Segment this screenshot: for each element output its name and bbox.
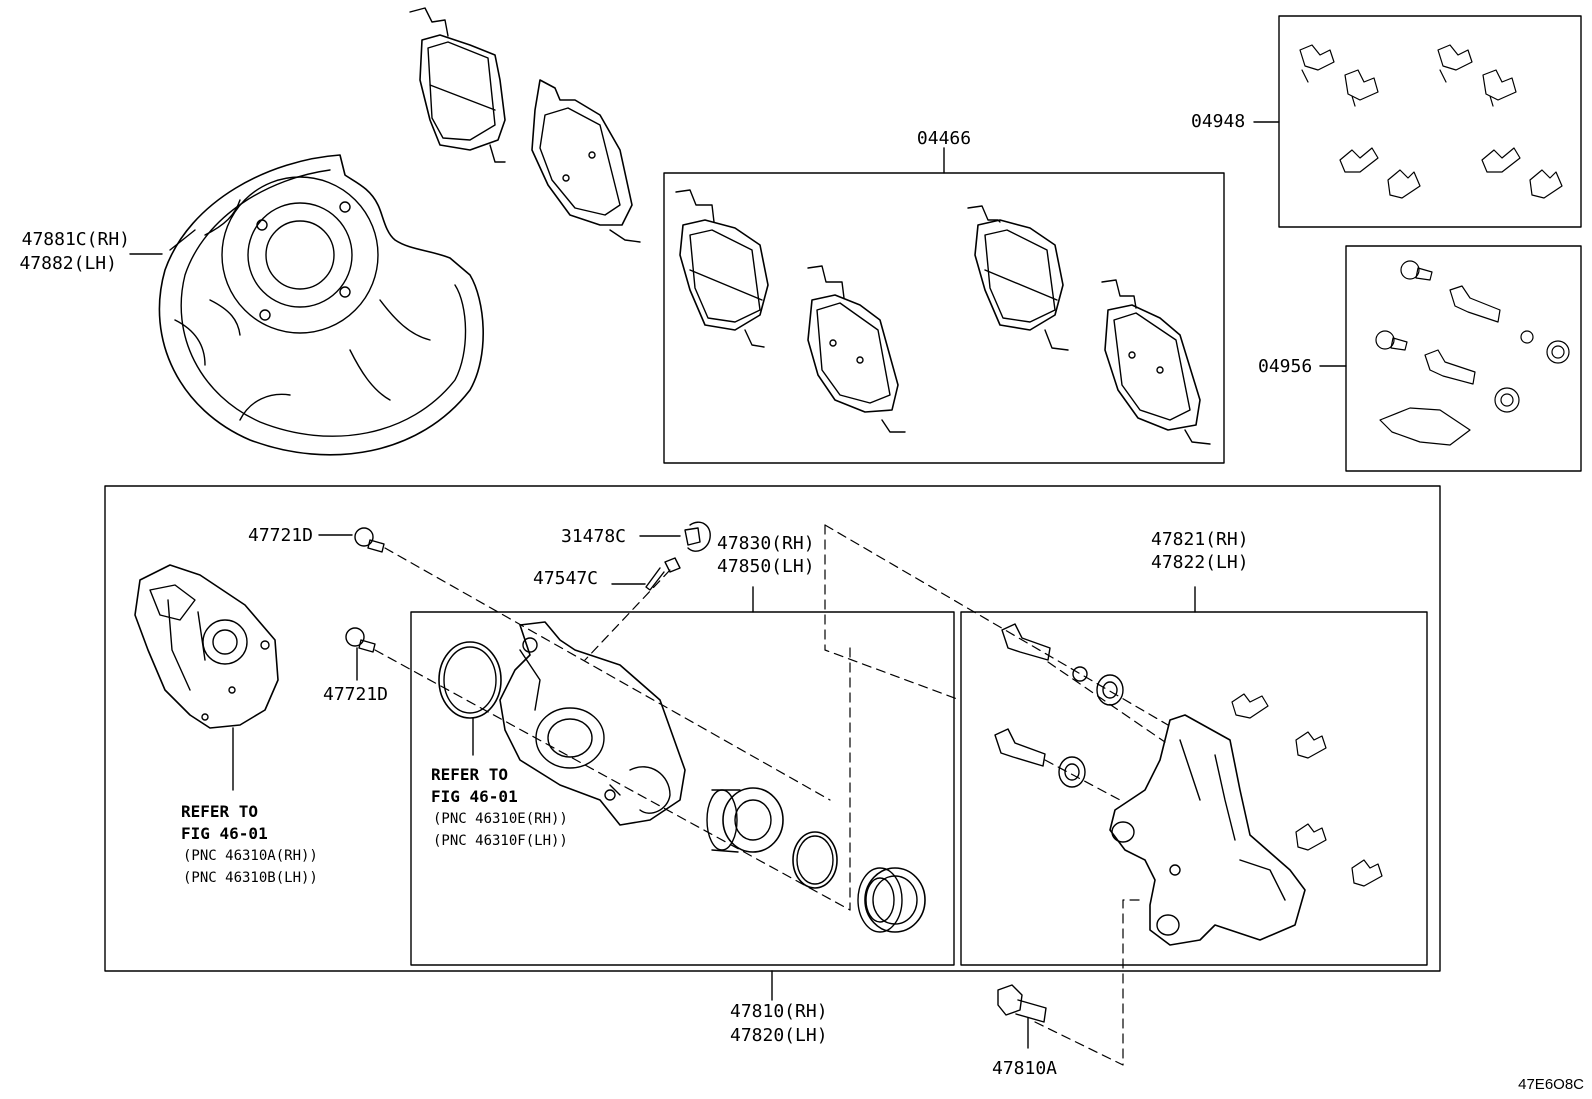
- label-47810: 47810(RH): [730, 1001, 828, 1022]
- kit-pad-3: [967, 205, 1069, 351]
- label-47821: 47821(RH): [1151, 529, 1249, 550]
- guide-pin-kit-box: [1345, 245, 1582, 472]
- caliper-fig-ref: FIG 46-01: [431, 787, 518, 806]
- kit-pad-2: [807, 265, 906, 433]
- brake-pad-top-right: [531, 79, 641, 243]
- bleeder-screw: [611, 557, 681, 591]
- mounting-bolt-47810a: [997, 984, 1047, 1049]
- label-47830: 47830(RH): [717, 533, 815, 554]
- caliper-carrier: [1109, 714, 1306, 946]
- caliper-body: [499, 621, 686, 826]
- figure-code: 47E6O8C: [1518, 1076, 1584, 1093]
- label-47547c: 47547C: [533, 568, 599, 589]
- anti-rattle-clips: [1299, 44, 1563, 199]
- kit-pad-1: [675, 189, 769, 348]
- caliper-carrier-box: [960, 611, 1428, 966]
- piston-ring: [792, 831, 838, 889]
- caliper-pnc-rh: (PNC 46310E(RH)): [433, 811, 568, 827]
- label-47721d-top: 47721D: [248, 525, 314, 546]
- actuator-fig-ref: FIG 46-01: [181, 824, 268, 843]
- piston: [706, 787, 784, 853]
- caliper-refer-to: REFER TO: [431, 765, 509, 784]
- label-47721d-middle: 47721D: [323, 684, 389, 705]
- parking-brake-actuator: [134, 564, 279, 791]
- actuator-pnc-lh: (PNC 46310B(LH)): [183, 870, 318, 886]
- guide-pin-kit-parts: [1375, 260, 1570, 446]
- actuator-refer-to: REFER TO: [181, 802, 259, 821]
- piston-boot: [857, 867, 926, 933]
- piston-seal-ring: [438, 641, 502, 719]
- label-31478c: 31478C: [561, 526, 627, 547]
- carrier-clips: [1231, 693, 1383, 887]
- bleeder-cap: [639, 521, 711, 552]
- label-47882: 47882(LH): [19, 253, 117, 274]
- label-47820: 47820(LH): [730, 1025, 828, 1046]
- bolt-47721d-middle: [345, 627, 376, 681]
- label-04466: 04466: [916, 128, 972, 149]
- label-47881c: 47881C(RH): [21, 229, 130, 250]
- actuator-pnc-rh: (PNC 46310A(RH)): [183, 848, 318, 864]
- label-47810a: 47810A: [992, 1058, 1058, 1079]
- kit-pad-4: [1101, 279, 1211, 445]
- caliper-cylinder-box: [410, 611, 955, 966]
- bolt-47721d-top: [318, 527, 385, 553]
- label-04956: 04956: [1258, 356, 1313, 377]
- brake-pad-top-left: [409, 7, 506, 163]
- dust-cover: [158, 154, 484, 456]
- label-04948: 04948: [1191, 111, 1246, 132]
- label-47850: 47850(LH): [717, 556, 815, 577]
- guide-pins: [994, 623, 1124, 788]
- caliper-pnc-lh: (PNC 46310F(LH)): [433, 833, 568, 849]
- label-47822: 47822(LH): [1151, 552, 1249, 573]
- alignment-lines: [374, 524, 1169, 1066]
